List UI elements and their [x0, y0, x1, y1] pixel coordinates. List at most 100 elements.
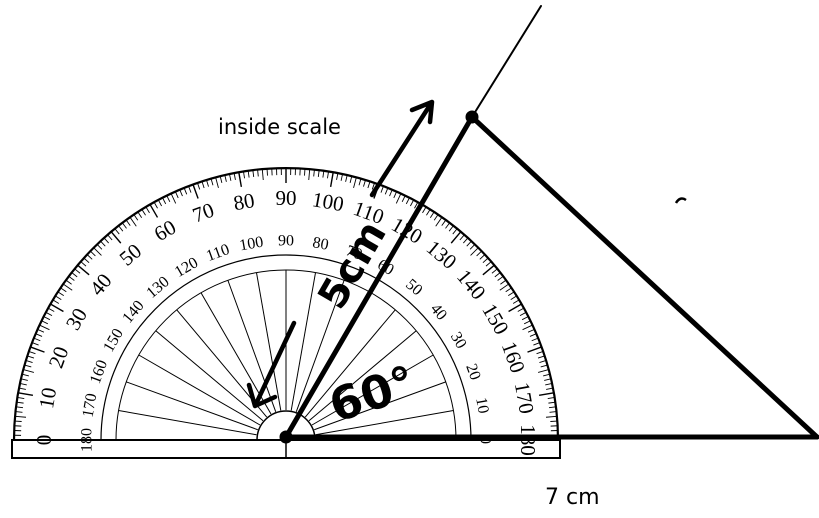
vertex-top [465, 110, 479, 124]
protractor-tick [47, 307, 55, 312]
inner-scale-label: 20 [462, 362, 483, 383]
protractor-tick [27, 355, 35, 359]
protractor-tick [479, 254, 486, 260]
protractor-tick [308, 169, 311, 181]
protractor-tick [517, 307, 525, 312]
protractor-tick [188, 185, 192, 193]
protractor-tick [345, 174, 348, 182]
protractor-tick [118, 225, 124, 232]
protractor-tick [215, 177, 219, 189]
protractor-tick [531, 337, 539, 342]
protractor-tick [15, 415, 27, 418]
protractor-tick [257, 169, 259, 177]
inner-scale-label: 0 [477, 436, 494, 444]
protractor-tick [537, 369, 549, 373]
protractor-tick [93, 247, 102, 256]
protractor-tick [19, 383, 27, 386]
protractor-tick [24, 364, 32, 368]
protractor-spoke [315, 409, 454, 436]
protractor-tick [401, 195, 406, 203]
protractor-tick [476, 250, 482, 257]
protractor-tick [547, 397, 555, 399]
protractor-tick [546, 387, 554, 390]
outer-scale-label: 130 [422, 235, 462, 274]
protractor-spoke [304, 309, 396, 418]
protractor-tick [426, 209, 431, 216]
protractor-tick [349, 175, 353, 183]
protractor-tick [548, 406, 557, 409]
protractor-tick [414, 201, 419, 209]
protractor-tick [110, 231, 122, 244]
protractor-tick [15, 411, 23, 413]
protractor-tick [450, 231, 462, 244]
protractor-tick [358, 178, 362, 186]
outer-scale-label: 160 [497, 338, 530, 376]
protractor-ticks [14, 168, 558, 441]
protractor-tick [529, 333, 537, 337]
inner-scale-label: 90 [278, 233, 294, 250]
protractor-tick [322, 170, 325, 178]
protractor-tick [466, 240, 472, 247]
protractor-tick [90, 250, 96, 257]
outer-scale-label: 20 [44, 343, 74, 371]
protractor-tick [153, 201, 158, 209]
protractor-tick [16, 401, 24, 404]
inside-scale-arrow [369, 99, 435, 198]
protractor-tick [247, 170, 250, 178]
protractor-tick [340, 173, 343, 181]
protractor-tick [533, 342, 541, 346]
protractor-tick [393, 191, 398, 199]
protractor-inner-band [100, 254, 472, 441]
third-side [469, 114, 819, 440]
protractor-tick [441, 219, 447, 226]
protractor-tick [28, 351, 36, 355]
inner-scale-label: 70 [344, 242, 365, 263]
protractor-center-hole [256, 410, 316, 441]
protractor-tick [353, 177, 357, 189]
protractor-tick [448, 225, 454, 232]
annotation-arrows [246, 99, 435, 409]
protractor-tick [114, 228, 120, 235]
protractor-tick [17, 397, 25, 399]
protractor-tick [15, 406, 24, 409]
protractor-tick [170, 193, 177, 204]
protractor-tick [327, 171, 329, 179]
inner-scale-label: 40 [427, 300, 450, 323]
protractor-tick [243, 171, 245, 179]
protractor-tick [405, 197, 410, 205]
protractor-tick [157, 199, 162, 207]
protractor-tick [20, 378, 28, 381]
protractor-tick [21, 373, 29, 377]
protractor-spoke [290, 272, 317, 411]
protractor-tick [384, 187, 389, 195]
protractor-tick [433, 214, 439, 221]
angle-label: 60° [323, 355, 422, 433]
protractor-tick [429, 211, 435, 218]
protractor-spoke [255, 272, 282, 411]
vertex-left [279, 430, 293, 444]
protractor-tick [179, 189, 183, 197]
protractor-tick [183, 187, 188, 195]
protractor-tick [37, 328, 45, 333]
protractor-tick [549, 411, 557, 413]
protractor-tick [55, 295, 62, 300]
protractor-tick [197, 182, 201, 190]
protractor-tick [539, 360, 547, 363]
inner-scale-labels: 1801701601501401301201101009080706050403… [79, 233, 494, 453]
protractor-tick [174, 191, 179, 199]
protractor-tick [512, 299, 520, 304]
protractor-tick [145, 206, 150, 214]
sixty-degree-ray [471, 5, 542, 118]
protractor-tick [536, 351, 544, 355]
protractor-tick [508, 303, 522, 313]
protractor-tick [233, 172, 236, 180]
outer-scale-label: 180 [516, 424, 540, 456]
inner-scale-label: 150 [100, 326, 127, 355]
protractor-tick [469, 244, 476, 250]
protractor-tick [537, 355, 545, 359]
protractor-tick [201, 181, 205, 189]
protractor-tick [162, 197, 167, 205]
protractor-tick [544, 378, 552, 381]
protractor-tick [23, 369, 35, 373]
protractor-tick [523, 320, 531, 325]
